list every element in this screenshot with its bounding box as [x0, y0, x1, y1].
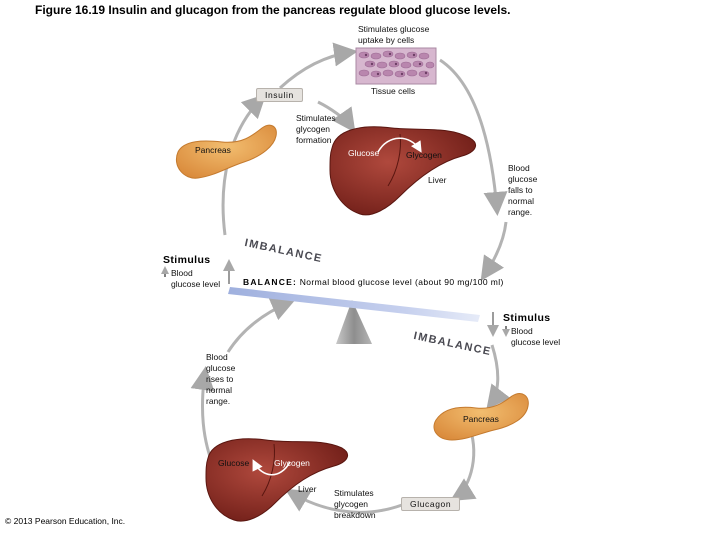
- liver-bottom-image: [205, 438, 349, 522]
- glucose-top-label: Glucose: [348, 148, 380, 158]
- tissue-cells-label: Tissue cells: [371, 86, 416, 96]
- pancreas-to-glucagon-arrow: [449, 427, 477, 502]
- rises-to-balance-arrow: [226, 298, 296, 353]
- stimulus-right-text: Blood glucose level: [511, 326, 561, 347]
- pancreas-bottom-image: [433, 393, 529, 441]
- stimulates-glycogen-breakdown-label: Stimulates glycogen breakdown: [334, 488, 376, 520]
- stimulates-uptake-label: Stimulates glucose uptake by cells: [358, 24, 430, 45]
- glucagon-hormone-label: Glucagon: [401, 497, 461, 511]
- falls-to-balance-arrow: [480, 221, 508, 281]
- falls-to-normal-label: Blood glucose falls to normal range.: [508, 163, 538, 217]
- balance-text: Normal blood glucose level (about 90 mg/…: [299, 277, 504, 287]
- fulcrum: [336, 300, 372, 344]
- pancreas-bottom-label: Pancreas: [463, 414, 499, 424]
- tissue-to-falls-arrow: [439, 58, 508, 216]
- balance-beam: [228, 287, 480, 322]
- stimulus-to-pancreas-arrow: [486, 344, 511, 410]
- pancreas-top-label: Pancreas: [195, 145, 231, 155]
- liver-top-image: [329, 126, 477, 216]
- seesaw: [228, 287, 480, 344]
- pancreas-top-image: [176, 124, 277, 179]
- stimulus-right-title: Stimulus: [503, 312, 551, 324]
- bottom-cycle-arrows: [190, 298, 511, 514]
- balance-label: BALANCE:: [243, 277, 297, 287]
- insulin-hormone-label: Insulin: [256, 88, 303, 102]
- glucagon-to-liver-arrow: [284, 488, 403, 514]
- stimulus-left-title: Stimulus: [163, 254, 211, 266]
- insulin-to-tissue-arrow: [278, 42, 358, 90]
- glycogen-bottom-label: Glycogen: [274, 458, 310, 468]
- tissue-cells-image: [355, 47, 437, 85]
- balance-line: BALANCE: Normal blood glucose level (abo…: [243, 277, 504, 287]
- liver-bottom-label: Liver: [298, 484, 317, 494]
- stimulates-glycogen-formation-label: Stimulates glycogen formation: [296, 113, 336, 145]
- stimulus-left-text: Blood glucose level: [171, 268, 221, 289]
- copyright-notice: © 2013 Pearson Education, Inc.: [5, 516, 126, 526]
- rises-to-normal-label: Blood glucose rises to normal range.: [206, 352, 236, 406]
- glucose-bottom-label: Glucose: [218, 458, 250, 468]
- glycogen-top-label: Glycogen: [406, 150, 442, 160]
- insulin-to-liver-arrow: [317, 100, 356, 133]
- liver-top-label: Liver: [428, 175, 447, 185]
- figure-title: Figure 16.19 Insulin and glucagon from t…: [35, 3, 511, 17]
